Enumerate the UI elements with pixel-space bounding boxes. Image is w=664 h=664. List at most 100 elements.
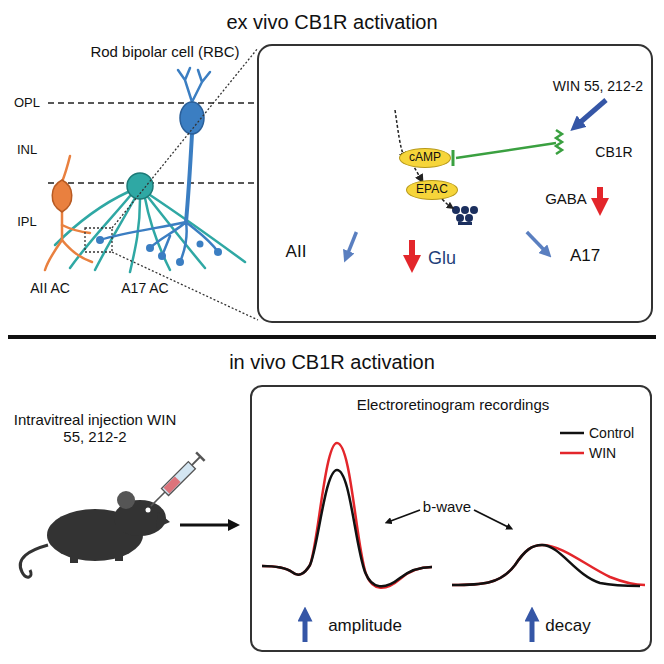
flow-arrow <box>180 524 234 527</box>
rod-bipolar-schematic <box>186 134 192 222</box>
legend-line-sample <box>560 450 584 456</box>
annotation-label: A17 AC <box>121 280 168 296</box>
aii-cell-schematic <box>45 240 62 270</box>
synaptic-vesicles <box>465 214 473 222</box>
syringe <box>161 462 195 496</box>
b-wave-pointers <box>474 510 510 528</box>
syringe <box>151 492 165 506</box>
a17-cell-schematic <box>127 173 153 199</box>
cell-shape: AII <box>262 200 346 316</box>
mouse <box>20 491 170 577</box>
node-label: Electroretinogram recordings <box>357 396 550 413</box>
agonist-arrow <box>576 100 606 126</box>
erg-traces <box>452 545 640 586</box>
mouse <box>146 508 151 513</box>
annotation-label: WIN 55, 212-2 <box>553 78 643 94</box>
a17-cell-schematic <box>148 197 205 268</box>
rod-bipolar-schematic <box>96 68 222 266</box>
terminal-shape <box>341 45 561 232</box>
annotation-label: ex vivo CB1R activation <box>226 11 437 34</box>
zoom-callout <box>85 228 112 252</box>
cb1r-receptor <box>556 130 562 154</box>
rod-bipolar-schematic <box>197 241 204 248</box>
rod-bipolar-schematic <box>178 68 210 102</box>
rod-bipolar-schematic <box>100 222 218 262</box>
cb1r-receptor <box>452 150 455 166</box>
connector-arrow <box>527 232 548 254</box>
legend-text: Control <box>589 425 634 441</box>
aii-cell-schematic <box>62 240 92 262</box>
rod-bipolar-schematic <box>96 236 104 244</box>
synaptic-vesicles <box>458 222 472 225</box>
aii-cell-schematic <box>52 180 72 212</box>
b-wave-pointers <box>388 510 420 522</box>
annotation-label: OPL <box>14 96 40 111</box>
layer-boundaries <box>48 102 255 104</box>
annotation-label: IPL <box>17 215 37 230</box>
legend-line-sample <box>560 432 584 435</box>
synaptic-vesicles <box>452 206 460 214</box>
aii-cell-schematic <box>62 225 90 233</box>
signaling-arrow <box>395 110 404 156</box>
terminal-shape: RBC cAMP EPAC <box>330 40 570 232</box>
mouse <box>115 552 123 561</box>
connector-arrow <box>346 232 356 258</box>
node-label: EPAC <box>416 183 448 197</box>
annotation-label: Rod bipolar cell (RBC) <box>90 43 239 60</box>
synaptic-vesicles <box>461 206 469 214</box>
mouse <box>156 512 170 528</box>
node-label: AII <box>286 242 307 262</box>
annotation-label: b-wave <box>423 498 471 515</box>
zoom-callout <box>112 252 258 320</box>
legend-text: WIN <box>589 445 616 461</box>
annotation-label: CB1R <box>595 144 632 160</box>
rod-bipolar-schematic <box>176 258 184 266</box>
messenger-oval: cAMP <box>399 148 451 168</box>
signaling-arrow <box>442 199 451 207</box>
connector-arrow <box>415 168 422 180</box>
cell-shape <box>504 214 651 322</box>
increase-arrow <box>303 614 308 642</box>
zoom-callout <box>85 48 258 320</box>
annotation-label: decay <box>545 616 590 636</box>
increase-arrow <box>530 614 535 642</box>
zoom-callout <box>112 48 258 228</box>
legend-entry: Control <box>560 424 634 442</box>
cb1r-receptor <box>456 143 556 158</box>
rod-bipolar-schematic <box>96 236 222 266</box>
annotation-label: Glu <box>428 248 456 269</box>
annotation-label: AII AC <box>30 280 70 296</box>
erg-traces <box>452 545 645 585</box>
node-label: RBC <box>421 68 460 89</box>
messenger-oval: EPAC <box>406 180 458 200</box>
rod-bipolar-schematic <box>214 248 222 256</box>
mouse <box>70 555 78 563</box>
annotation-label: in vivo CB1R activation <box>229 351 435 374</box>
aii-cell-schematic <box>62 156 70 182</box>
legend-entry: WIN <box>560 444 616 462</box>
layer-boundaries <box>48 103 255 183</box>
annotation-label: amplitude <box>328 616 402 636</box>
syringe <box>192 457 200 465</box>
erg-traces <box>262 443 432 588</box>
erg-traces <box>262 443 645 588</box>
synaptic-vesicles <box>452 206 478 225</box>
a17-cell-schematic <box>55 173 245 272</box>
syringe <box>196 452 204 460</box>
syringe <box>164 476 181 493</box>
annotation-label: GABA <box>545 190 587 207</box>
annotation-label: Intravitreal injection WIN 55, 212-2 <box>5 411 185 446</box>
annotation-label: INL <box>17 143 37 158</box>
synaptic-vesicles <box>470 206 478 214</box>
zoom-panel <box>258 45 652 322</box>
node-label: cAMP <box>409 151 441 165</box>
legend-line-sample <box>560 452 584 455</box>
synaptic-vesicles <box>456 214 464 222</box>
aii-cell-schematic <box>45 156 92 270</box>
rod-bipolar-schematic <box>158 252 166 260</box>
mouse <box>117 491 135 509</box>
